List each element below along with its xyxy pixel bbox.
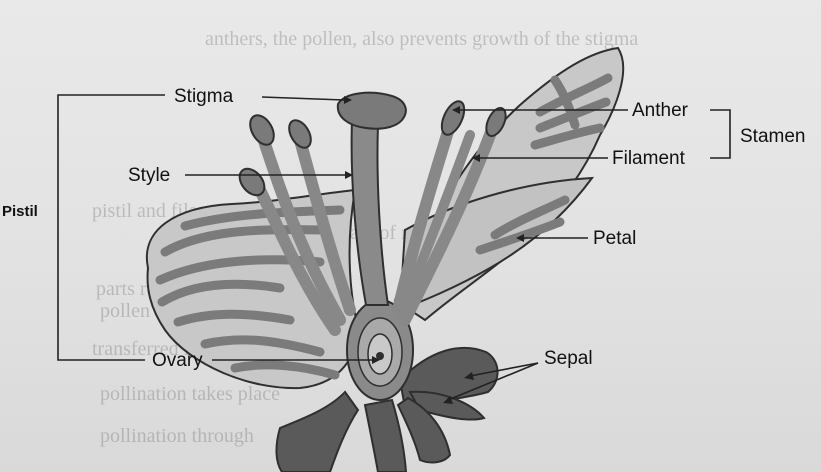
label-ovary: Ovary	[152, 351, 203, 370]
label-filament: Filament	[612, 149, 685, 168]
label-pistil: Pistil	[2, 204, 38, 219]
label-stamen: Stamen	[740, 127, 805, 146]
label-stigma: Stigma	[174, 87, 233, 106]
label-anther: Anther	[632, 101, 688, 120]
label-sepal: Sepal	[544, 349, 593, 368]
label-petal: Petal	[593, 229, 636, 248]
label-style: Style	[128, 166, 170, 185]
